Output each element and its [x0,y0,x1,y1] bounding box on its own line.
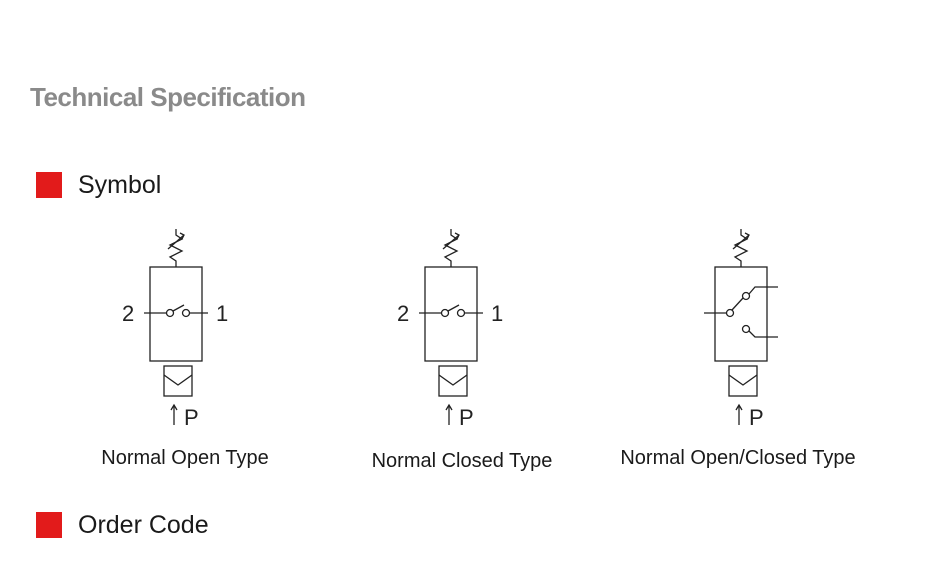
actuator-port [438,365,468,397]
symbol-section-label: Symbol [78,170,162,199]
port-label-2: 2 [122,301,134,326]
page-title: Technical Specification [30,82,306,112]
section-marker-icon [36,512,62,538]
order-code-section-heading: Order Code [36,510,209,540]
port-label-1: 1 [216,301,228,326]
actuator-port [728,365,758,397]
port-label-p: P [459,405,474,425]
switch-body [424,266,478,362]
normal-open-closed-symbol [704,229,778,425]
spring-icon [733,229,749,267]
symbol-section-heading: Symbol [36,170,161,200]
actuator-port [163,365,193,397]
spring-icon [443,229,459,267]
symbol-caption: Normal Closed Type [371,450,553,472]
port-label-2: 2 [397,301,409,326]
port-label-p: P [184,405,199,425]
symbol-caption: Normal Open Type [101,447,269,469]
switch-body [714,266,768,362]
port-label-p: P [749,405,764,425]
normal-open-symbol [144,229,208,425]
normal-closed-symbol [419,229,483,425]
spring-icon [168,229,184,267]
port-label-1: 1 [491,301,503,326]
switch-body [149,266,203,362]
symbol-diagrams: 2 1 P 2 1 P P [122,229,778,425]
order-code-section-label: Order Code [78,510,209,539]
symbol-caption: Normal Open/Closed Type [620,447,856,469]
section-marker-icon [36,172,62,198]
